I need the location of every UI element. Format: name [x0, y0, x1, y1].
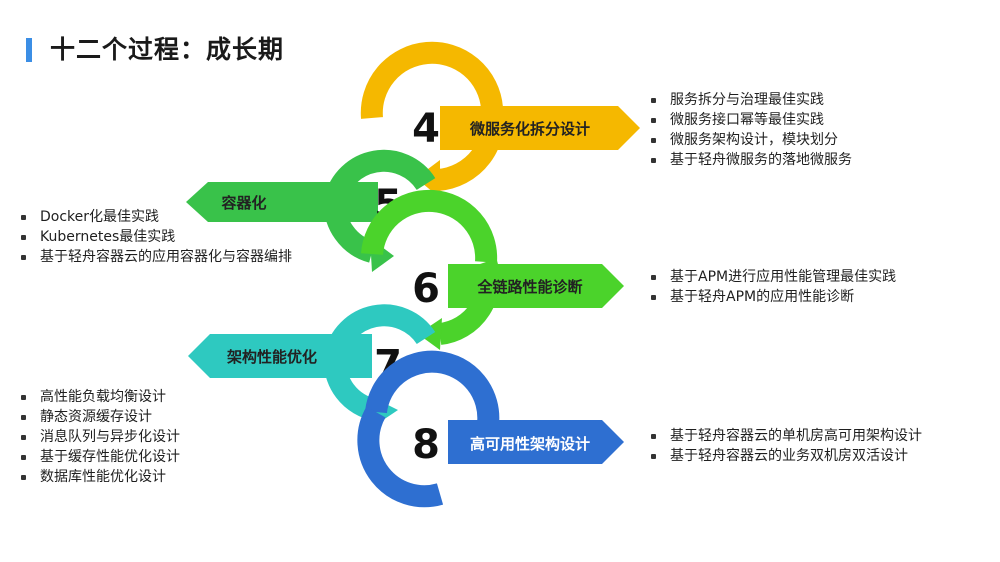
stage-4-number: 4 [412, 106, 440, 152]
stage-4-label: 微服务化拆分设计 [469, 120, 590, 138]
bullet-item: 基于轻舟APM的应用性能诊断 [646, 287, 896, 307]
stage-6-bullet-list: 基于APM进行应用性能管理最佳实践基于轻舟APM的应用性能诊断 [646, 267, 896, 307]
bullet-item: 静态资源缓存设计 [16, 407, 180, 427]
stage-8-ring-tail [357, 406, 444, 508]
title-accent-bar [26, 38, 32, 62]
stage-6-label: 全链路性能诊断 [476, 278, 582, 296]
bullet-item: 高性能负载均衡设计 [16, 387, 180, 407]
stage-4-ring [360, 41, 503, 119]
bullet-item: 微服务接口幂等最佳实践 [646, 110, 852, 130]
stage-6-ring [361, 189, 498, 263]
bullet-item: 基于轻舟容器云的单机房高可用架构设计 [646, 426, 922, 446]
stage-8-ring [365, 350, 500, 426]
bullet-item: 基于轻舟微服务的落地微服务 [646, 150, 852, 170]
bullet-item: 基于轻舟容器云的应用容器化与容器编排 [16, 247, 292, 267]
bullet-item: Kubernetes最佳实践 [16, 227, 292, 247]
stage-8-label: 高可用性架构设计 [470, 435, 590, 453]
stage-5-label: 容器化 [220, 194, 266, 212]
stage-8-banner [448, 420, 624, 464]
page-title: 十二个过程：成长期 [50, 35, 285, 64]
bullet-item: 基于缓存性能优化设计 [16, 447, 180, 467]
stage-6-banner [448, 264, 624, 308]
stage-4-bullet-list: 服务拆分与治理最佳实践微服务接口幂等最佳实践微服务架构设计，模块划分基于轻舟微服… [646, 90, 852, 170]
stage-7-bullet-list: 高性能负载均衡设计静态资源缓存设计消息队列与异步化设计基于缓存性能优化设计数据库… [16, 387, 180, 487]
stage-8-arc [357, 350, 500, 508]
bullet-item: 基于APM进行应用性能管理最佳实践 [646, 267, 896, 287]
stage-7-banner [188, 334, 372, 378]
stage-6-number: 6 [412, 266, 440, 312]
stage-8-bullet-list: 基于轻舟容器云的单机房高可用架构设计基于轻舟容器云的业务双机房双活设计 [646, 426, 922, 466]
bullet-item: 基于轻舟容器云的业务双机房双活设计 [646, 446, 922, 466]
stage-8-number: 8 [412, 422, 440, 468]
bullet-item: 微服务架构设计，模块划分 [646, 130, 852, 150]
bullet-item: 服务拆分与治理最佳实践 [646, 90, 852, 110]
stage-5-banner [186, 182, 378, 222]
bullet-item: 数据库性能优化设计 [16, 467, 180, 487]
bullet-item: Docker化最佳实践 [16, 207, 292, 227]
bullet-item: 消息队列与异步化设计 [16, 427, 180, 447]
stage-7-label: 架构性能优化 [226, 348, 317, 366]
stage-4-banner [440, 106, 640, 150]
